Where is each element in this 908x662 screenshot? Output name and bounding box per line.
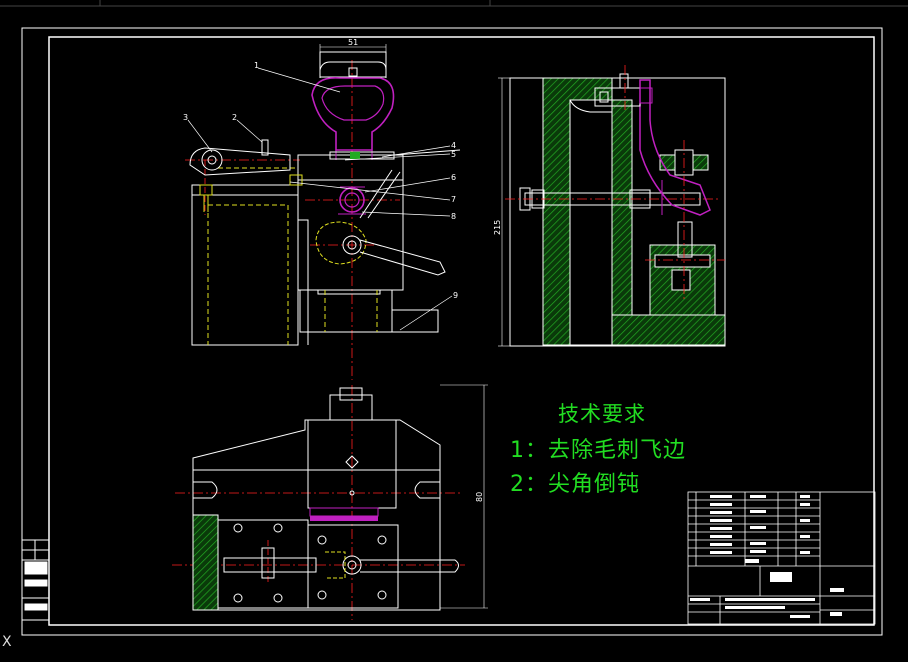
tech-requirements-title: 技术要求 bbox=[558, 402, 646, 426]
tech-requirement-item-2: 2：尖角倒钝 bbox=[510, 472, 640, 497]
sheet-inner-border bbox=[48, 36, 875, 626]
front-view bbox=[185, 44, 461, 380]
balloon-9: 9 bbox=[453, 291, 458, 300]
side-section-view bbox=[498, 65, 726, 347]
title-block bbox=[687, 491, 876, 625]
dimension-bottom-height: 80 bbox=[475, 492, 484, 502]
dimension-side-height: 215 bbox=[493, 220, 502, 235]
balloon-3: 3 bbox=[183, 113, 188, 122]
balloon-8: 8 bbox=[451, 212, 456, 221]
title-block-fills bbox=[690, 495, 844, 618]
sheet-outer-border bbox=[21, 27, 883, 636]
left-side-block bbox=[21, 539, 50, 621]
tech-requirement-item-1: 1：去除毛刺飞边 bbox=[510, 438, 686, 463]
balloon-1: 1 bbox=[254, 61, 259, 70]
cursor-crosshair-icon: X bbox=[2, 634, 12, 650]
balloon-6: 6 bbox=[451, 173, 456, 182]
balloon-5: 5 bbox=[451, 150, 456, 159]
top-view bbox=[172, 384, 488, 620]
dimension-top-width: 51 bbox=[348, 38, 358, 47]
balloon-7: 7 bbox=[451, 195, 456, 204]
balloon-2: 2 bbox=[232, 113, 237, 122]
balloon-4: 4 bbox=[451, 141, 456, 150]
